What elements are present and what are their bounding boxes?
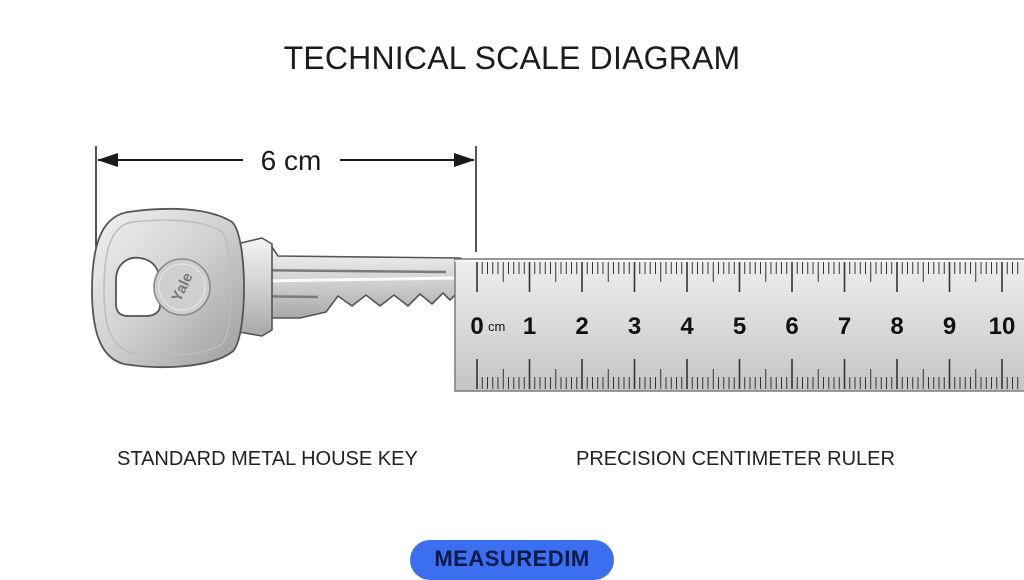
diagram-title: TECHNICAL SCALE DIAGRAM xyxy=(283,40,741,76)
ruler-number-4: 4 xyxy=(680,313,694,340)
ruler-number-2: 2 xyxy=(575,313,588,340)
brand-badge: MEASUREDIM xyxy=(410,540,614,580)
key-brand-emboss xyxy=(153,258,211,316)
right-arrowhead-icon xyxy=(454,153,475,167)
ruler-number-0: 0 xyxy=(470,313,483,340)
ruler-number-6: 6 xyxy=(785,313,798,340)
ruler-numbers: 0 1 2 3 4 5 6 7 8 9 10 xyxy=(470,313,1015,340)
ruler-number-1: 1 xyxy=(523,313,536,340)
left-arrowhead-icon xyxy=(97,153,118,167)
centimeter-ruler: 0 1 2 3 4 5 6 7 8 9 10 cm xyxy=(454,258,1024,392)
dimension-annotation: 6 cm xyxy=(95,145,477,252)
key-blade-highlight xyxy=(261,276,457,283)
key-caption: STANDARD METAL HOUSE KEY xyxy=(117,448,418,470)
house-key: Yale xyxy=(91,207,479,368)
ruler-number-5: 5 xyxy=(733,313,746,340)
ruler-number-7: 7 xyxy=(838,313,851,340)
ruler-number-8: 8 xyxy=(890,313,903,340)
ruler-ticks xyxy=(476,262,1019,389)
ruler-number-10: 10 xyxy=(989,313,1016,340)
dimension-label: 6 cm xyxy=(261,145,322,176)
ruler-number-3: 3 xyxy=(628,313,641,340)
ruler-caption: PRECISION CENTIMETER RULER xyxy=(576,448,895,470)
ruler-unit: cm xyxy=(488,319,505,334)
ruler-number-9: 9 xyxy=(943,313,956,340)
key-brand-emboss-ring xyxy=(158,263,206,311)
key-head-inner-bevel xyxy=(103,219,232,356)
key-ring-hole xyxy=(115,256,161,317)
